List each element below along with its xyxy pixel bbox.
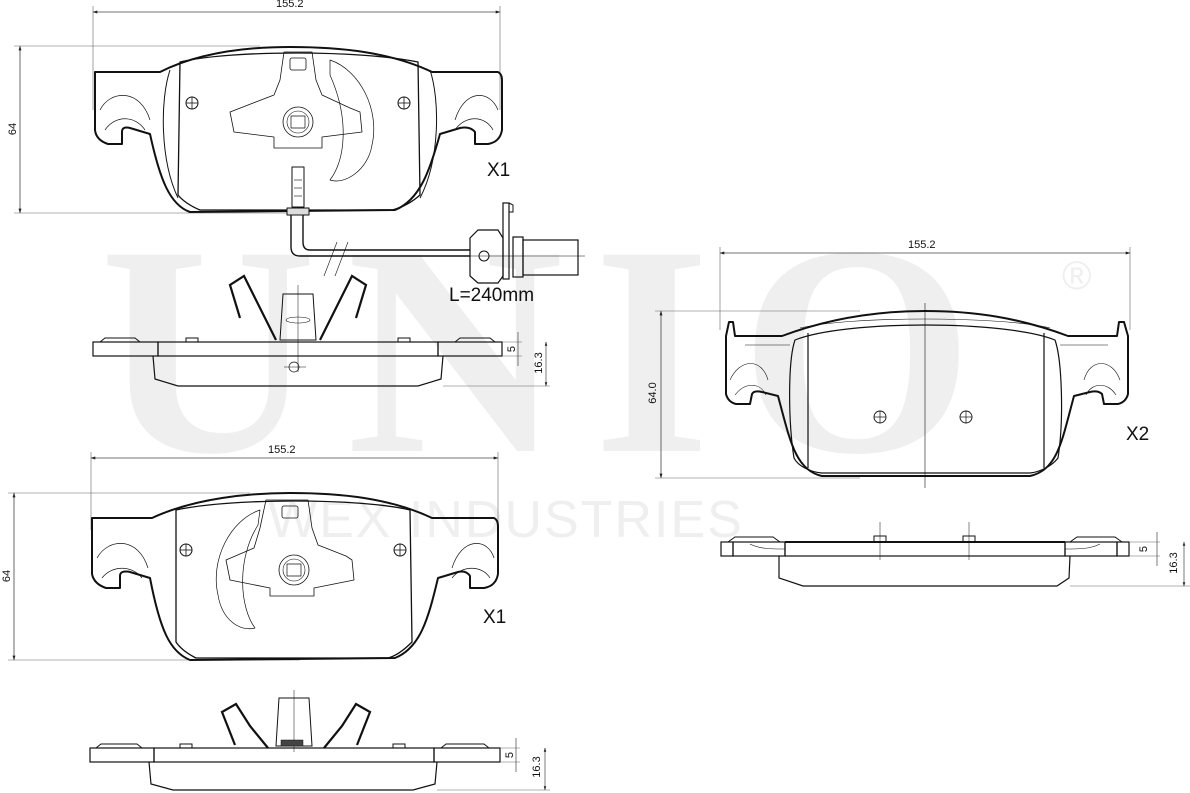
pad-3-quantity-label: X2 <box>1126 424 1150 445</box>
pad-1-front-view <box>14 6 503 216</box>
pad-2-front-view <box>8 452 499 661</box>
pad-2-side-view <box>89 690 550 791</box>
sensor-cable-length-label: L=240mm <box>449 285 535 306</box>
pad-2-total-thickness-dimension: 16.3 <box>531 756 543 778</box>
pad-3-width-dimension: 155.2 <box>908 239 936 251</box>
pad-2-width-dimension: 155.2 <box>268 444 296 456</box>
pad-1-width-dimension: 155.2 <box>276 0 304 10</box>
pad-1-side-view <box>92 274 550 387</box>
pad-1-quantity-label: X1 <box>487 160 511 181</box>
pad-1-total-thickness-dimension: 16.3 <box>533 352 545 374</box>
pad-3-height-dimension: 64.0 <box>647 382 659 404</box>
pad-3-front-view <box>655 247 1131 488</box>
pad-3-total-thickness-dimension: 16.3 <box>1168 552 1180 574</box>
pad-1-height-dimension: 64 <box>7 122 19 136</box>
pad-2-backplate-thickness-dimension: 5 <box>504 751 516 759</box>
pad-2-height-dimension: 64 <box>1 569 13 583</box>
pad-3-side-view <box>720 522 1190 587</box>
pad-2-quantity-label: X1 <box>483 607 507 628</box>
wear-sensor-cable <box>290 202 585 284</box>
pad-1-backplate-thickness-dimension: 5 <box>506 345 518 353</box>
pad-3-backplate-thickness-dimension: 5 <box>1138 545 1150 553</box>
